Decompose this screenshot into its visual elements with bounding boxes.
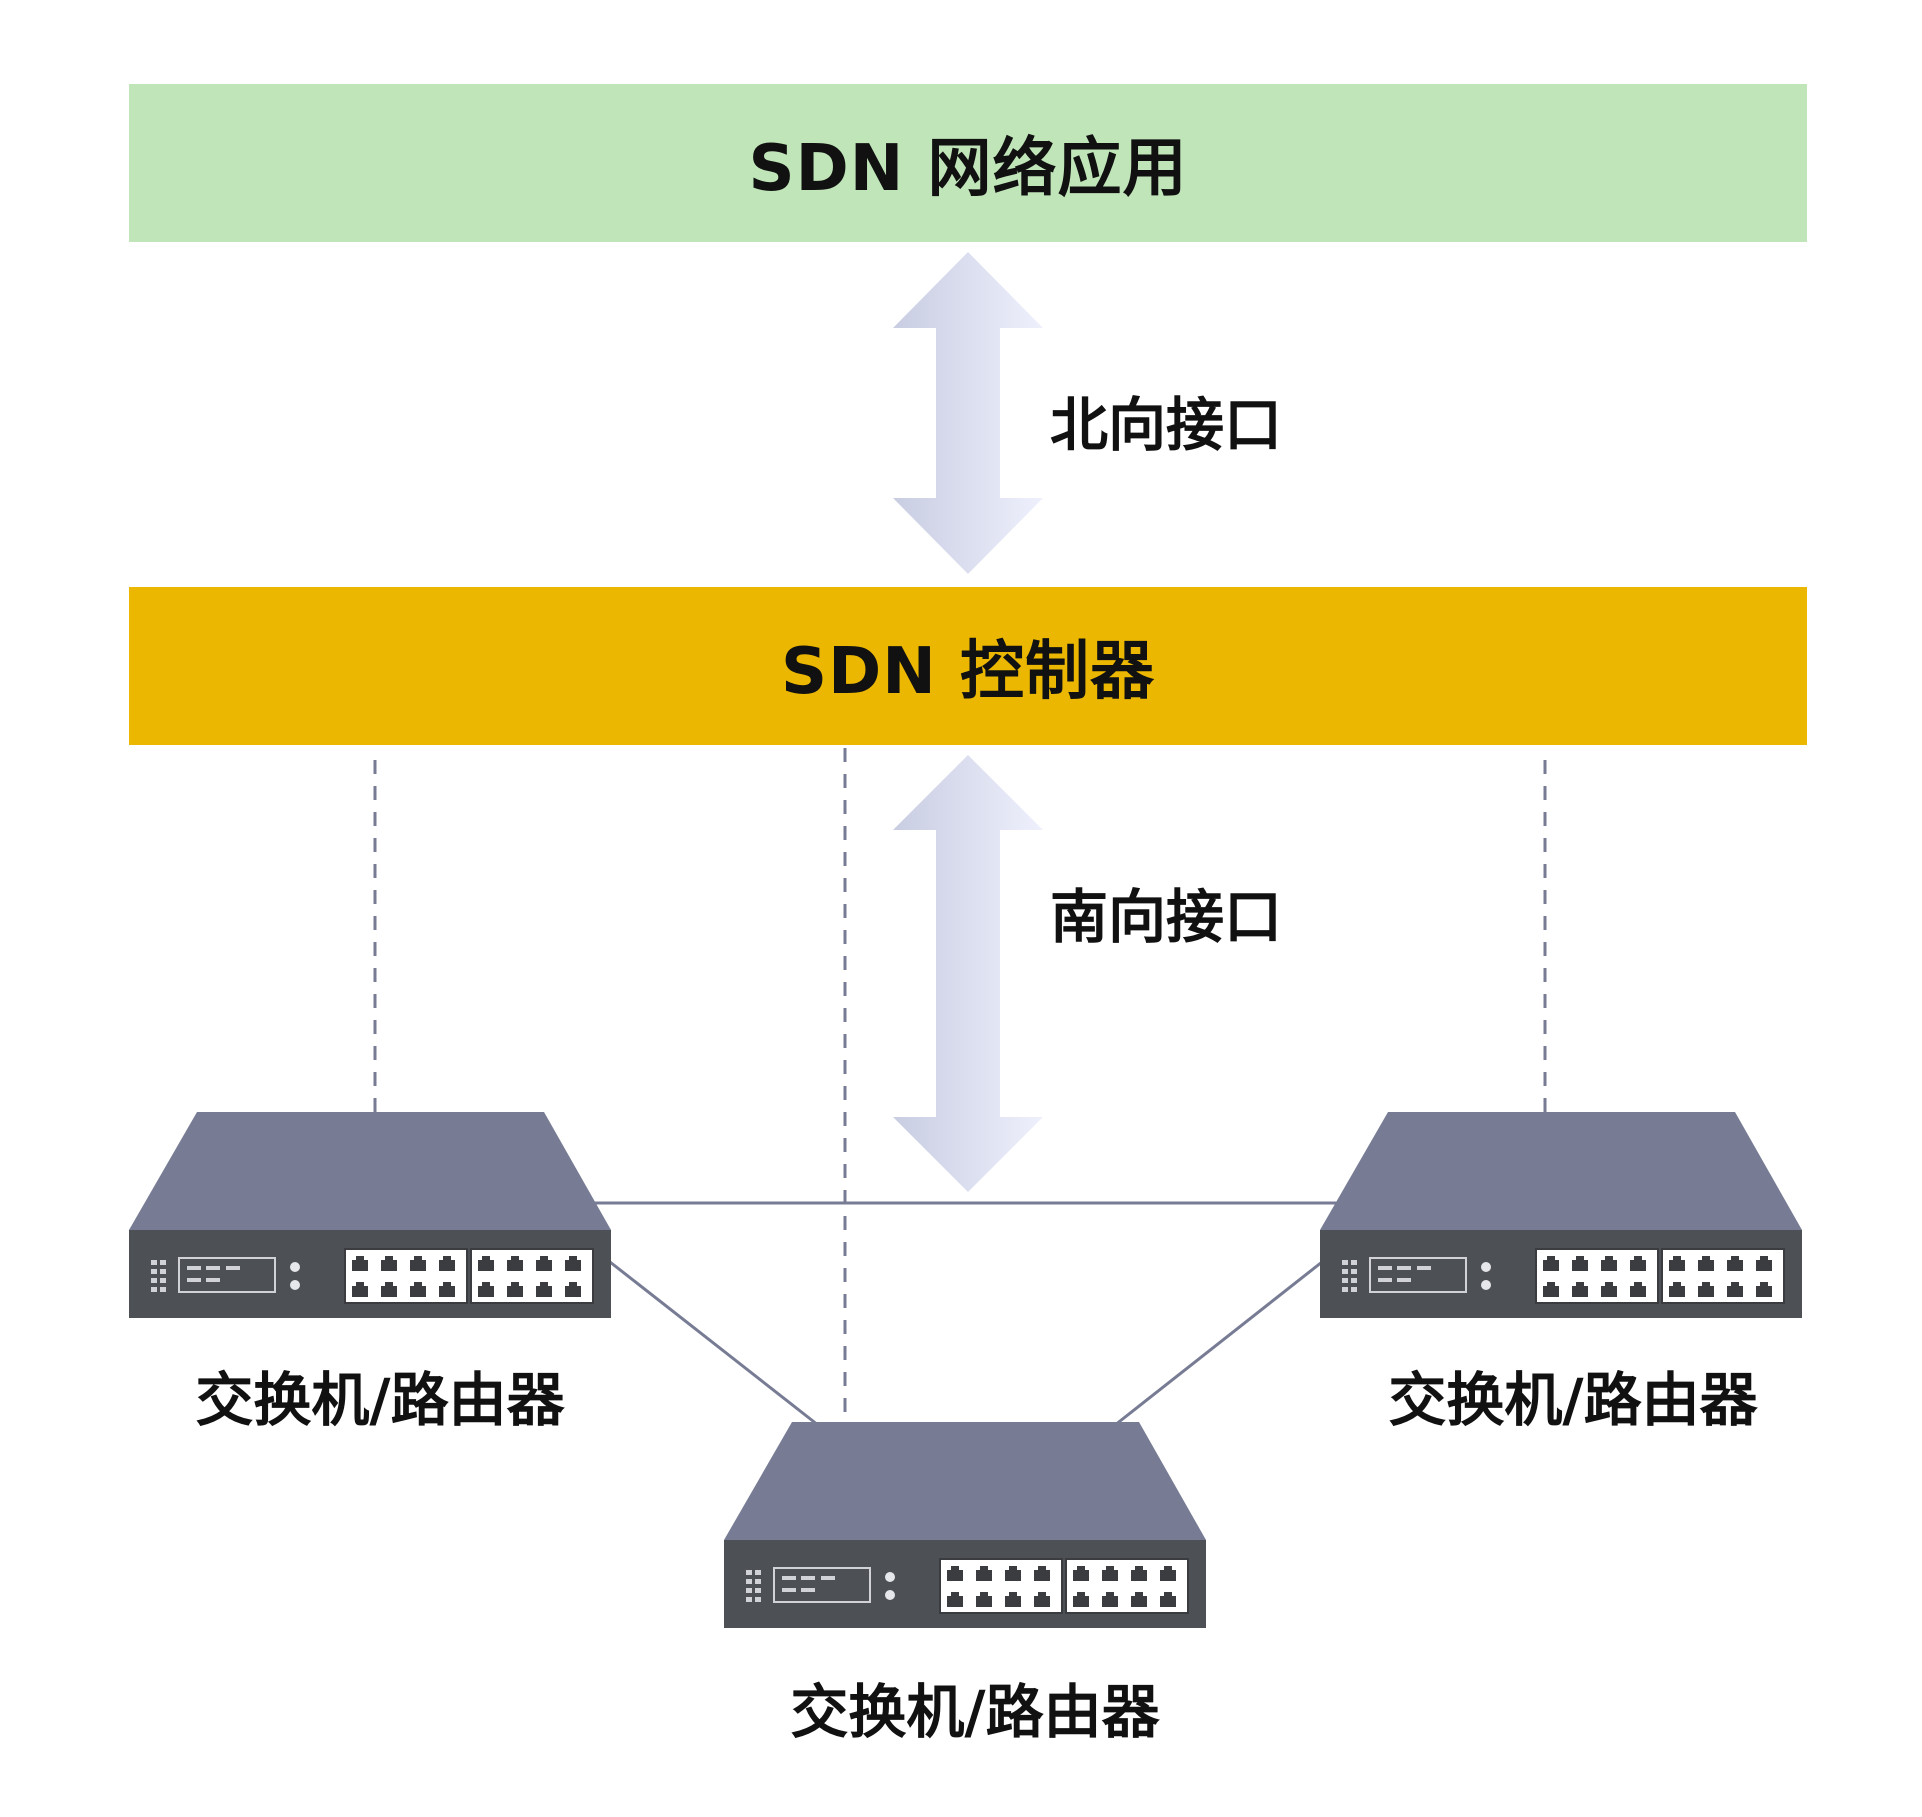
sdn-controller-label: SDN 控制器 [780, 635, 1156, 709]
device-bottom-label: 交换机/路由器 [790, 1678, 1160, 1746]
sdn-controller-layer: SDN 控制器 [129, 587, 1807, 745]
sdn-apps-label: SDN 网络应用 [748, 132, 1188, 206]
device-right [1320, 1112, 1802, 1318]
north-arrow [893, 252, 1043, 574]
link-right-bottom [1114, 1260, 1323, 1427]
south-arrow [893, 755, 1043, 1192]
sdn-apps-layer: SDN 网络应用 [129, 84, 1807, 242]
link-left-bottom [609, 1260, 819, 1427]
southbound-interface-label: 南向接口 [1050, 883, 1283, 951]
northbound-interface-label: 北向接口 [1050, 391, 1283, 459]
device-right-label: 交换机/路由器 [1388, 1366, 1758, 1434]
device-left [129, 1112, 611, 1318]
device-left-label: 交换机/路由器 [195, 1366, 565, 1434]
device-bottom [724, 1422, 1206, 1628]
